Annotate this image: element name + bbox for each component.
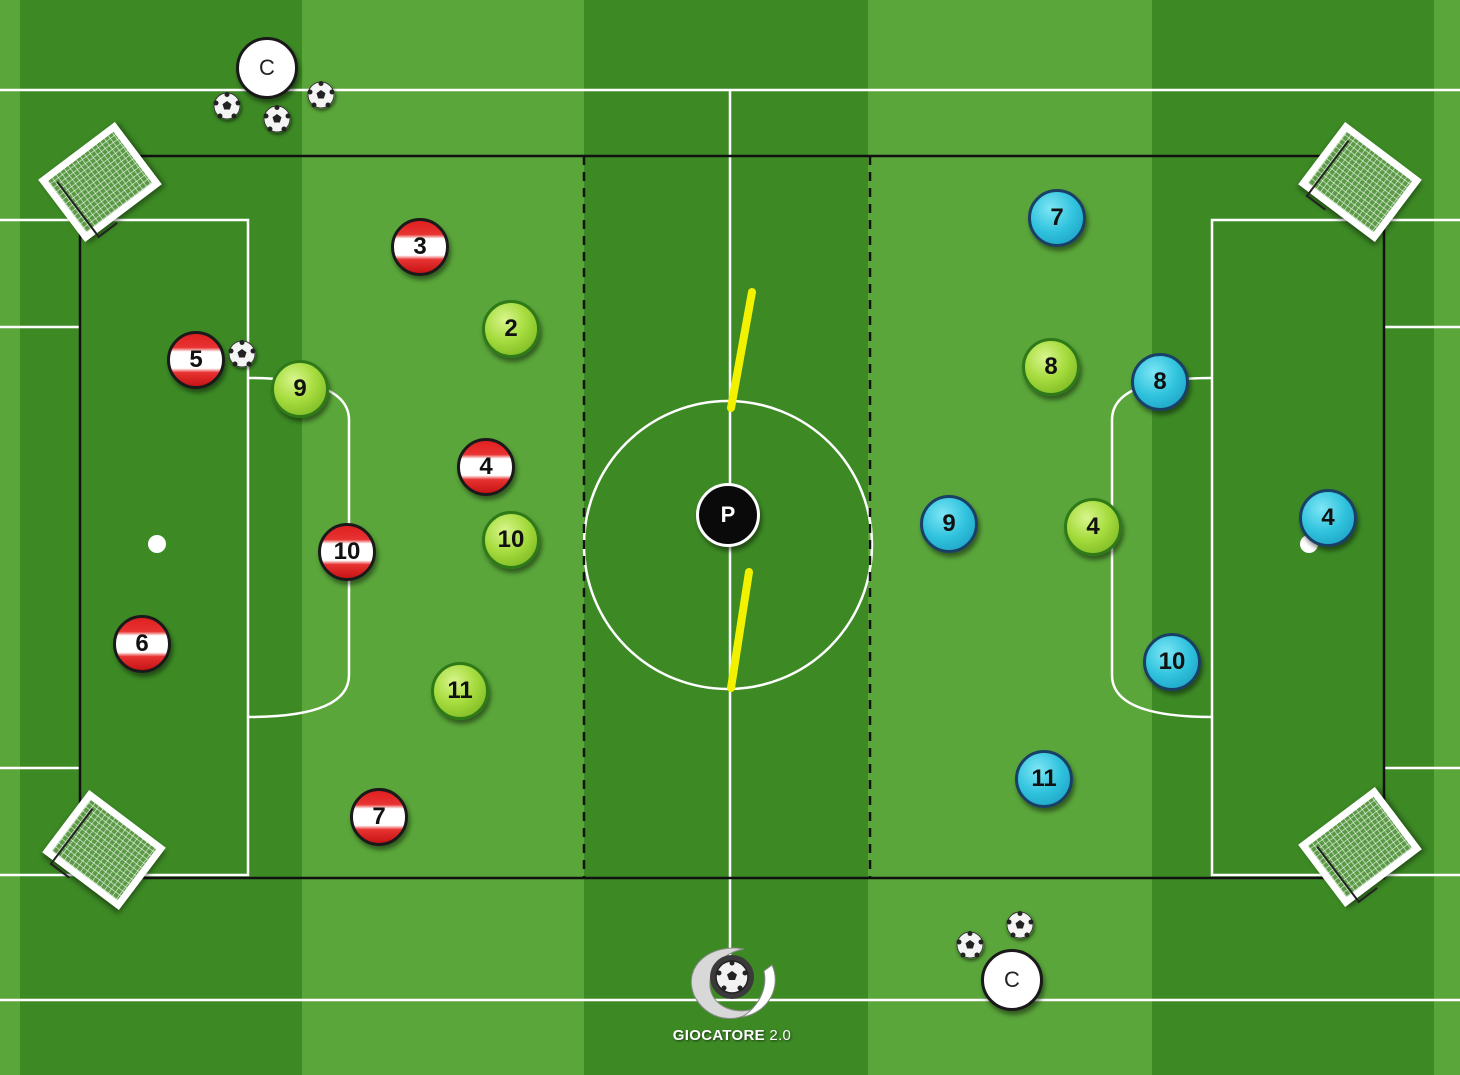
green-player-token[interactable]: 4 [1064, 498, 1122, 556]
logo-version: 2.0 [769, 1027, 792, 1044]
soccer-ball-icon[interactable] [263, 105, 291, 133]
grass-stripe [1434, 0, 1460, 1075]
logo-wordmark: GIOCATORE 2.0 [672, 1027, 792, 1044]
green-player-token[interactable]: 9 [271, 360, 329, 418]
green-player-token[interactable]: 2 [482, 300, 540, 358]
red-player-token[interactable]: 6 [113, 615, 171, 673]
coach-token-top[interactable]: C [236, 37, 298, 99]
blue-player-token[interactable]: 9 [920, 495, 978, 553]
red-player-token[interactable]: 5 [167, 331, 225, 389]
green-player-token[interactable]: 10 [482, 511, 540, 569]
green-player-token[interactable]: 8 [1022, 338, 1080, 396]
giocatore-logo: GIOCATORE 2.0 [672, 935, 792, 1055]
soccer-ball-icon[interactable] [307, 81, 335, 109]
soccer-ball-icon[interactable] [213, 92, 241, 120]
red-player-token[interactable]: 4 [457, 438, 515, 496]
giocatore-logo-icon [690, 947, 776, 1019]
red-player-token[interactable]: 3 [391, 218, 449, 276]
logo-name: GIOCATORE [672, 1027, 765, 1044]
blue-player-token[interactable]: 11 [1015, 750, 1073, 808]
red-player-token[interactable]: 7 [350, 788, 408, 846]
red-player-token[interactable]: 10 [318, 523, 376, 581]
green-player-token[interactable]: 11 [431, 662, 489, 720]
coach-token-bottom[interactable]: C [981, 949, 1043, 1011]
pivot-token[interactable]: P [696, 483, 760, 547]
blue-player-token[interactable]: 4 [1299, 489, 1357, 547]
soccer-ball-icon[interactable] [956, 931, 984, 959]
blue-player-token[interactable]: 7 [1028, 189, 1086, 247]
blue-player-token[interactable]: 8 [1131, 353, 1189, 411]
soccer-ball-icon[interactable] [1006, 911, 1034, 939]
blue-player-token[interactable]: 10 [1143, 633, 1201, 691]
soccer-ball-icon[interactable] [228, 340, 256, 368]
grass-stripe [0, 0, 20, 1075]
